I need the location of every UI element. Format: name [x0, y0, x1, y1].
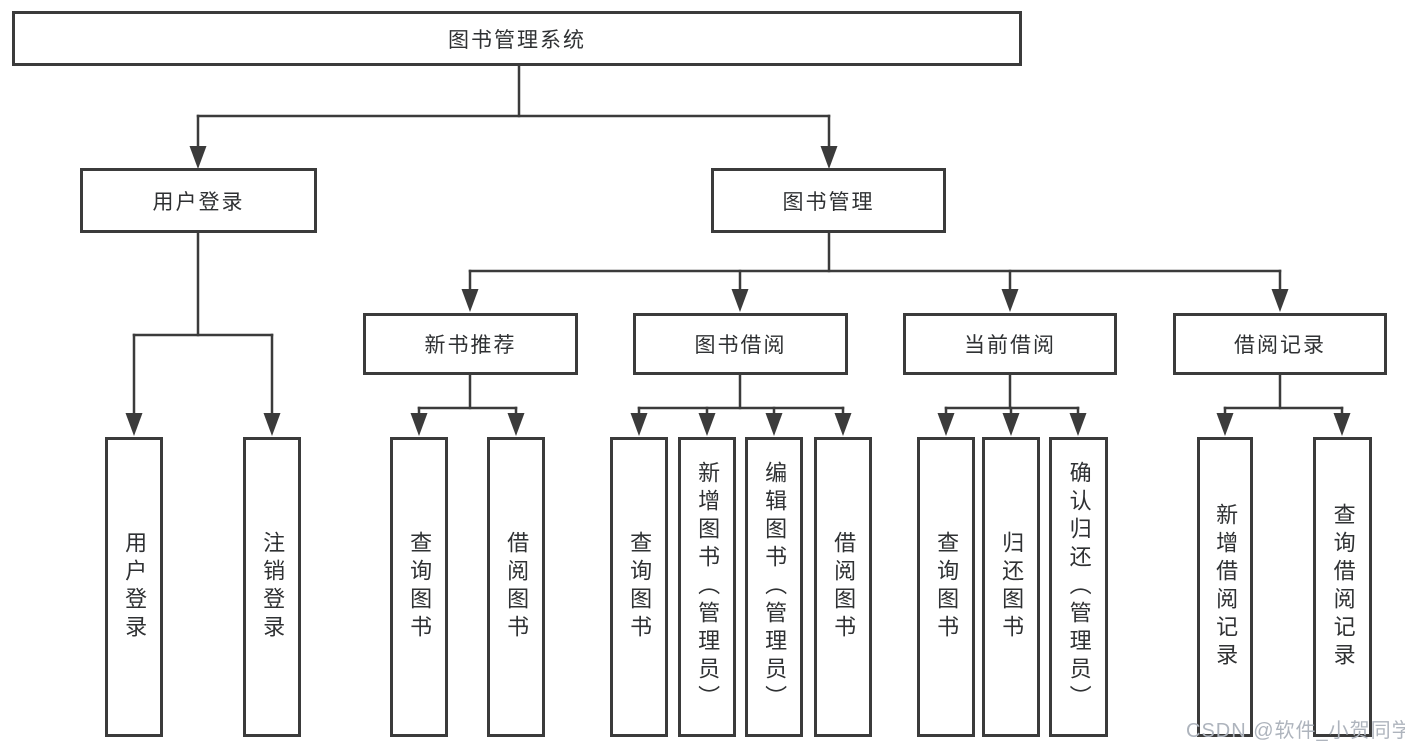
node-library-system: 图书管理系统	[12, 11, 1022, 66]
node-user-login-label: 用户登录	[152, 190, 245, 214]
leaf-borrow-books-recommend: 借阅图书	[487, 437, 545, 737]
leaf-logout-label: 注销登录	[260, 531, 286, 643]
connector-book-management-to-children	[461, 231, 1289, 312]
connector-user-login-to-children	[125, 231, 281, 436]
connector-new-book-recommend-to-children	[410, 373, 525, 436]
leaf-query-books-recommend: 查询图书	[390, 437, 448, 737]
leaf-edit-books-admin: 编辑图书（管理员）	[745, 437, 803, 737]
watermark: CSDN @软件_小贺同学	[1186, 720, 1405, 742]
connector-book-borrow-to-children	[630, 373, 852, 436]
leaf-return-books: 归还图书	[982, 437, 1040, 737]
leaf-user-login-label: 用户登录	[122, 531, 148, 643]
node-current-borrow-label: 当前借阅	[964, 334, 1056, 357]
leaf-add-books-admin-label: 新增图书（管理员）	[695, 461, 721, 713]
connector-borrow-records-to-children	[1216, 373, 1351, 436]
leaf-logout: 注销登录	[243, 437, 301, 737]
connector-root-to-level2	[189, 64, 838, 169]
leaf-add-books-admin: 新增图书（管理员）	[678, 437, 736, 737]
leaf-borrow-books-recommend-label: 借阅图书	[504, 531, 530, 643]
leaf-confirm-return-admin-label: 确认归还（管理员）	[1066, 461, 1092, 713]
connector-current-borrow-to-children	[937, 373, 1087, 436]
leaf-query-books-recommend-label: 查询图书	[407, 531, 433, 643]
leaf-borrow-books-label: 借阅图书	[831, 531, 857, 643]
leaf-add-borrow-record-label: 新增借阅记录	[1213, 503, 1239, 671]
leaf-add-borrow-record: 新增借阅记录	[1197, 437, 1253, 737]
node-book-management: 图书管理	[711, 168, 946, 233]
node-new-book-recommend-label: 新书推荐	[424, 334, 517, 357]
leaf-borrow-books: 借阅图书	[814, 437, 872, 737]
node-user-login: 用户登录	[80, 168, 317, 233]
node-book-management-label: 图书管理	[782, 190, 875, 214]
node-new-book-recommend: 新书推荐	[363, 313, 578, 375]
node-borrow-records-label: 借阅记录	[1234, 334, 1326, 357]
leaf-query-books-borrow-label: 查询图书	[627, 531, 653, 643]
leaf-query-books-current-label: 查询图书	[934, 531, 960, 643]
leaf-query-books-borrow: 查询图书	[610, 437, 668, 737]
node-book-borrow-label: 图书借阅	[694, 334, 787, 357]
leaf-user-login: 用户登录	[105, 437, 163, 737]
leaf-edit-books-admin-label: 编辑图书（管理员）	[762, 461, 788, 713]
leaf-confirm-return-admin: 确认归还（管理员）	[1049, 437, 1108, 737]
node-library-system-label: 图书管理系统	[448, 28, 586, 52]
leaf-query-borrow-record: 查询借阅记录	[1313, 437, 1372, 737]
leaf-query-books-current: 查询图书	[917, 437, 975, 737]
node-borrow-records: 借阅记录	[1173, 313, 1387, 375]
leaf-query-borrow-record-label: 查询借阅记录	[1330, 503, 1356, 671]
leaf-return-books-label: 归还图书	[999, 531, 1025, 643]
node-current-borrow: 当前借阅	[903, 313, 1117, 375]
node-book-borrow: 图书借阅	[633, 313, 848, 375]
